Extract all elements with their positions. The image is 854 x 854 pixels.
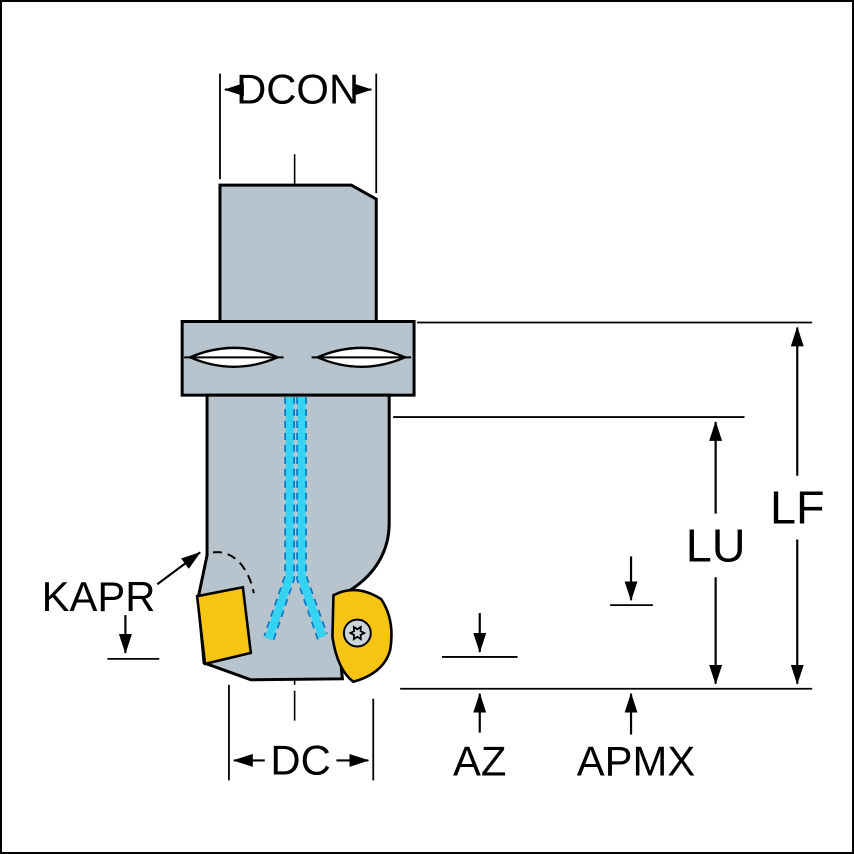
dimension-apmx: APMX (577, 556, 695, 784)
insert-left (195, 585, 253, 666)
kapr-pointer-arrow (156, 551, 201, 586)
dimension-lu: LU (393, 416, 746, 685)
apmx-label: APMX (577, 737, 695, 784)
coolant-dash-line (272, 397, 295, 642)
dc-label: DC (270, 736, 330, 783)
coolant-channels (264, 397, 327, 641)
kapr-label: KAPR (42, 573, 156, 620)
coolant-dash-line (305, 397, 328, 635)
lf-label: LF (770, 482, 825, 534)
hidden-pocket-outline (212, 551, 255, 594)
coolant-channel-dashes (263, 397, 328, 642)
coolant-dash-line (263, 397, 287, 637)
az-label: AZ (453, 737, 506, 784)
set-screw-slots (184, 346, 412, 368)
dimension-dc: DC (228, 684, 375, 783)
coolant-dash-line (296, 397, 319, 641)
tool-shank (218, 183, 378, 323)
dimension-lf: LF (400, 321, 825, 690)
screw-head (342, 618, 372, 648)
dcon-label: DCON (236, 66, 359, 113)
coolant-channel-left (264, 397, 294, 641)
dimension-dcon: DCON (219, 66, 378, 194)
torx-screw (342, 618, 372, 648)
dimension-kapr: KAPR (42, 551, 201, 660)
torx-socket (348, 625, 367, 641)
coolant-channel-right (297, 397, 327, 639)
lu-label: LU (686, 519, 746, 571)
dimension-az: AZ (441, 613, 518, 784)
